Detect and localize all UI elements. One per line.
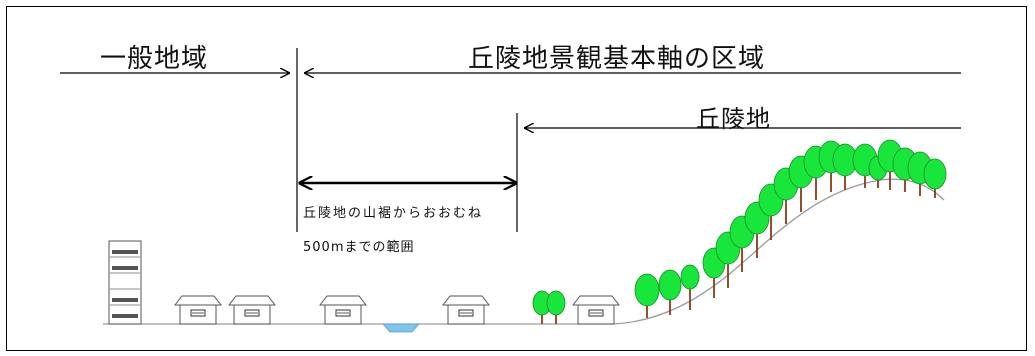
diagram-frame [6,6,1027,351]
house-icon [227,295,277,325]
house-icon [441,295,491,325]
ground-line [103,178,945,325]
hill-label: 丘陵地 [696,105,771,133]
river [382,323,420,333]
tree-icon [923,158,947,198]
building-windows [112,250,138,318]
house-icon [173,295,223,325]
range-description-line2: 500mまでの範囲 [303,240,415,255]
house-icon [571,295,621,325]
general-area-label: 一般地域 [100,44,209,74]
tree-icon [680,264,700,310]
house-icon [318,295,368,325]
apartment-building [108,240,142,325]
tree-icon [546,290,566,324]
range-description-line1: 丘陵地の山裾からおおむね [303,206,484,221]
tree-icon [658,269,682,315]
axis-area-label: 丘陵地景観基本軸の区域 [468,44,766,74]
tree-icon [832,143,858,190]
tree-icon [634,273,660,318]
